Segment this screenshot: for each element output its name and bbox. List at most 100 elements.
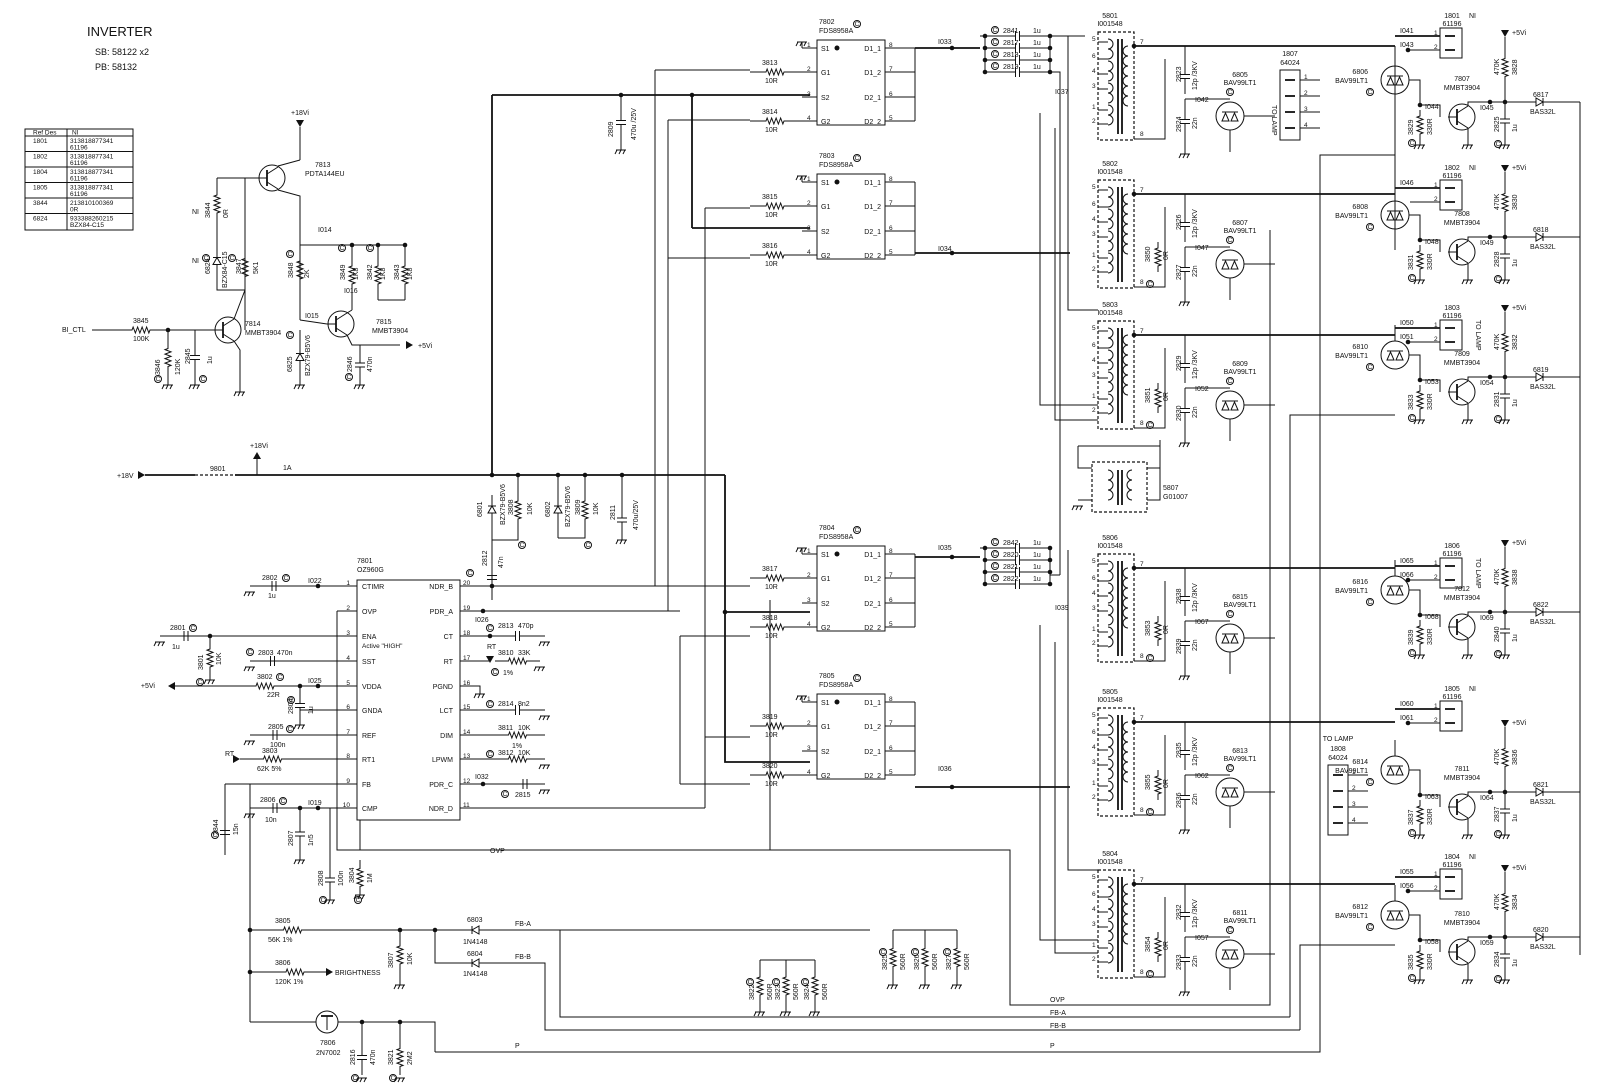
wire: [1469, 654, 1473, 660]
wire: [1461, 979, 1465, 985]
label: 6819: [1533, 367, 1549, 374]
label: BZX79-B5V6: [305, 335, 312, 376]
wire: [546, 715, 550, 721]
label: BI_CTL: [62, 327, 86, 334]
mosfet-pin-name: D2_2: [864, 625, 881, 632]
label: FDS8958A: [819, 28, 854, 35]
label: 6813: [1232, 748, 1248, 755]
wire: [538, 764, 542, 770]
c-mark-icon: C: [1496, 651, 1501, 658]
c-mark-icon: C: [488, 625, 493, 632]
coil: [1122, 193, 1129, 255]
pin-number: 1: [807, 42, 811, 49]
wire: [1456, 380, 1469, 389]
label: 3853: [1145, 620, 1152, 636]
label: NI: [1469, 854, 1476, 861]
label: 3837: [1408, 809, 1415, 825]
wire: [192, 384, 196, 390]
label: 2N7002: [316, 1050, 341, 1057]
label: 1806: [1444, 543, 1460, 550]
label: 3802: [257, 674, 273, 681]
table-header: NI: [72, 130, 79, 137]
wire: [753, 1011, 757, 1017]
coil: [1107, 714, 1114, 736]
label: I065: [1400, 558, 1414, 565]
label: 1u: [1033, 28, 1041, 35]
pin-number: 4: [807, 621, 811, 628]
pin-number: 1: [1092, 626, 1096, 633]
label: I048: [1425, 239, 1439, 246]
label: 2K: [304, 269, 311, 278]
label: 3833: [1408, 394, 1415, 410]
label: I036: [938, 766, 952, 773]
mosfet-pin-name: G2: [821, 773, 830, 780]
label: Active "HIGH": [362, 643, 403, 650]
pin-number: 5: [889, 769, 893, 776]
wire: [293, 384, 297, 390]
wire: [1409, 214, 1421, 240]
junction-dot: [1131, 719, 1137, 725]
label: MMBT3904: [245, 330, 281, 337]
coil: [1107, 208, 1114, 230]
label: 1u: [1512, 399, 1519, 407]
junction-dot: [1131, 332, 1137, 338]
wire: [295, 250, 305, 290]
c-mark-icon: [943, 948, 951, 956]
c-mark-icon: [1494, 830, 1502, 838]
label: NI: [192, 258, 199, 265]
label: 3818: [762, 615, 778, 622]
c-mark-icon: C: [493, 669, 498, 676]
c-mark-icon: [202, 254, 210, 262]
label: 7811: [1454, 766, 1469, 773]
wire: [1413, 834, 1417, 840]
label: I044: [1425, 104, 1439, 111]
wire: [799, 547, 803, 553]
label: 2841: [1003, 28, 1019, 35]
label: 2836: [1176, 792, 1183, 808]
wire: [546, 764, 550, 770]
label: 1u: [1512, 814, 1519, 822]
label: 3847: [236, 258, 243, 274]
pin-number: 1: [1092, 252, 1096, 259]
label: 1805: [1444, 686, 1460, 693]
wire: [810, 965, 820, 1007]
wire: [203, 679, 207, 685]
label: 10K: [407, 952, 414, 965]
wire: [1186, 829, 1190, 835]
wire: [1050, 71, 1061, 575]
junction-dot: [1047, 57, 1053, 63]
wire: [196, 384, 200, 390]
wire: [538, 715, 542, 721]
label: 3842: [367, 264, 374, 280]
table-cell: 313818877341: [70, 154, 114, 161]
c-mark-icon: C: [803, 979, 808, 986]
wire: [1461, 654, 1465, 660]
c-mark-icon: [991, 550, 999, 558]
pin-number: 7: [889, 572, 893, 579]
wire: [299, 319, 328, 325]
arrow-down-icon: [486, 656, 494, 663]
label: 470K: [1494, 58, 1501, 75]
c-mark-icon: [501, 790, 509, 798]
c-mark-icon: C: [1410, 415, 1415, 422]
label: MMBT3904: [1444, 920, 1480, 927]
label: 8n2: [518, 701, 530, 708]
label: I042: [1195, 97, 1209, 104]
pin-number: 2: [1092, 794, 1096, 801]
wire: [1153, 616, 1163, 646]
label: 5804: [1102, 851, 1118, 858]
label: 2809: [608, 121, 615, 137]
ic-pin-number: 10: [343, 802, 351, 809]
pin-number: 7: [1140, 715, 1144, 722]
c-mark-icon: [1494, 415, 1502, 423]
c-mark-icon: C: [1228, 89, 1233, 96]
junction-dot: [689, 92, 695, 98]
wire: [395, 1040, 405, 1075]
wire: [757, 1011, 761, 1017]
mosfet-ic: [816, 39, 886, 126]
wire: [795, 175, 799, 181]
wire: [781, 965, 791, 1007]
pin-number: 3: [807, 225, 811, 232]
